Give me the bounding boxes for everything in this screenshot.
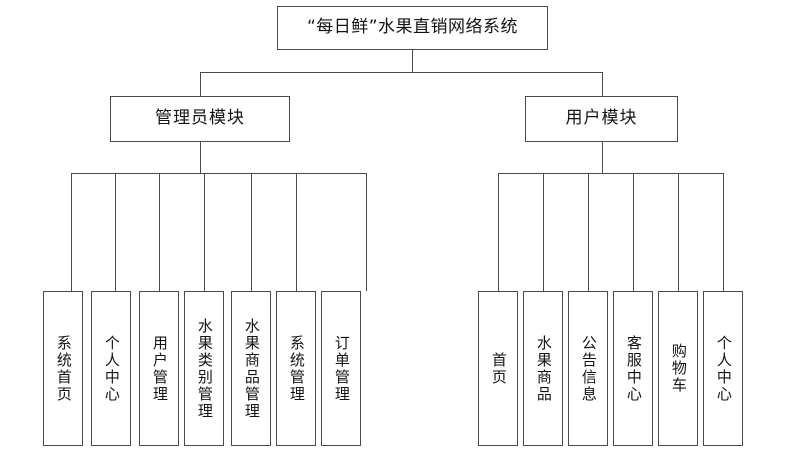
connector-admin-drop-3 bbox=[159, 173, 160, 291]
connector-user-bus bbox=[498, 173, 724, 174]
module-node-user: 用户模块 bbox=[525, 96, 678, 142]
connector-admin-drop-1 bbox=[71, 173, 72, 291]
leaf-node-user-2: 水果商品 bbox=[523, 291, 563, 446]
root-node-label: “每日鲜”水果直销网络系统 bbox=[306, 17, 519, 38]
leaf-node-admin-4-label: 水果类别管理 bbox=[195, 317, 214, 420]
leaf-node-admin-7: 订单管理 bbox=[321, 291, 361, 446]
leaf-node-admin-3: 用户管理 bbox=[139, 291, 179, 446]
connector-admin-drop-7 bbox=[366, 173, 367, 291]
leaf-node-admin-6: 系统管理 bbox=[276, 291, 316, 446]
leaf-node-user-5: 购物车 bbox=[658, 291, 698, 446]
module-node-user-label: 用户模块 bbox=[565, 108, 638, 129]
leaf-node-admin-1-label: 系统首页 bbox=[54, 334, 73, 403]
leaf-node-admin-2-label: 个人中心 bbox=[102, 334, 121, 403]
leaf-node-admin-5: 水果商品管理 bbox=[231, 291, 271, 446]
leaf-node-user-2-label: 水果商品 bbox=[534, 334, 553, 403]
leaf-node-admin-4: 水果类别管理 bbox=[184, 291, 224, 446]
leaf-node-user-4-label: 客服中心 bbox=[624, 334, 643, 403]
connector-to-admin-module bbox=[200, 72, 201, 96]
connector-admin-bus bbox=[71, 173, 367, 174]
leaf-node-admin-3-label: 用户管理 bbox=[150, 334, 169, 403]
module-node-admin: 管理员模块 bbox=[110, 96, 290, 142]
connector-user-drop-6 bbox=[723, 173, 724, 291]
leaf-node-admin-6-label: 系统管理 bbox=[287, 334, 306, 403]
root-node-system-title: “每日鲜”水果直销网络系统 bbox=[277, 6, 548, 50]
connector-admin-drop-6 bbox=[296, 173, 297, 291]
leaf-node-user-6: 个人中心 bbox=[703, 291, 743, 446]
leaf-node-user-4: 客服中心 bbox=[613, 291, 653, 446]
leaf-node-user-3: 公告信息 bbox=[568, 291, 608, 446]
leaf-node-user-5-label: 购物车 bbox=[669, 343, 688, 394]
leaf-node-admin-5-label: 水果商品管理 bbox=[242, 317, 261, 420]
connector-root-stem bbox=[412, 50, 413, 73]
connector-admin-drop-5 bbox=[251, 173, 252, 291]
connector-admin-drop-2 bbox=[115, 173, 116, 291]
connector-admin-drop-4 bbox=[204, 173, 205, 291]
connector-to-user-module bbox=[602, 72, 603, 96]
connector-level1-bus bbox=[200, 72, 603, 73]
leaf-node-admin-2: 个人中心 bbox=[91, 291, 131, 446]
leaf-node-user-3-label: 公告信息 bbox=[579, 334, 598, 403]
connector-user-drop-2 bbox=[543, 173, 544, 291]
leaf-node-user-1-label: 首页 bbox=[489, 351, 508, 386]
connector-user-drop-4 bbox=[633, 173, 634, 291]
leaf-node-user-1: 首页 bbox=[478, 291, 518, 446]
leaf-node-admin-1: 系统首页 bbox=[43, 291, 83, 446]
connector-admin-stem bbox=[200, 142, 201, 173]
leaf-node-admin-7-label: 订单管理 bbox=[332, 334, 351, 403]
module-node-admin-label: 管理员模块 bbox=[155, 108, 245, 129]
leaf-node-user-6-label: 个人中心 bbox=[714, 334, 733, 403]
connector-user-drop-5 bbox=[678, 173, 679, 291]
connector-user-drop-3 bbox=[588, 173, 589, 291]
connector-user-stem bbox=[602, 142, 603, 173]
connector-user-drop-1 bbox=[498, 173, 499, 291]
